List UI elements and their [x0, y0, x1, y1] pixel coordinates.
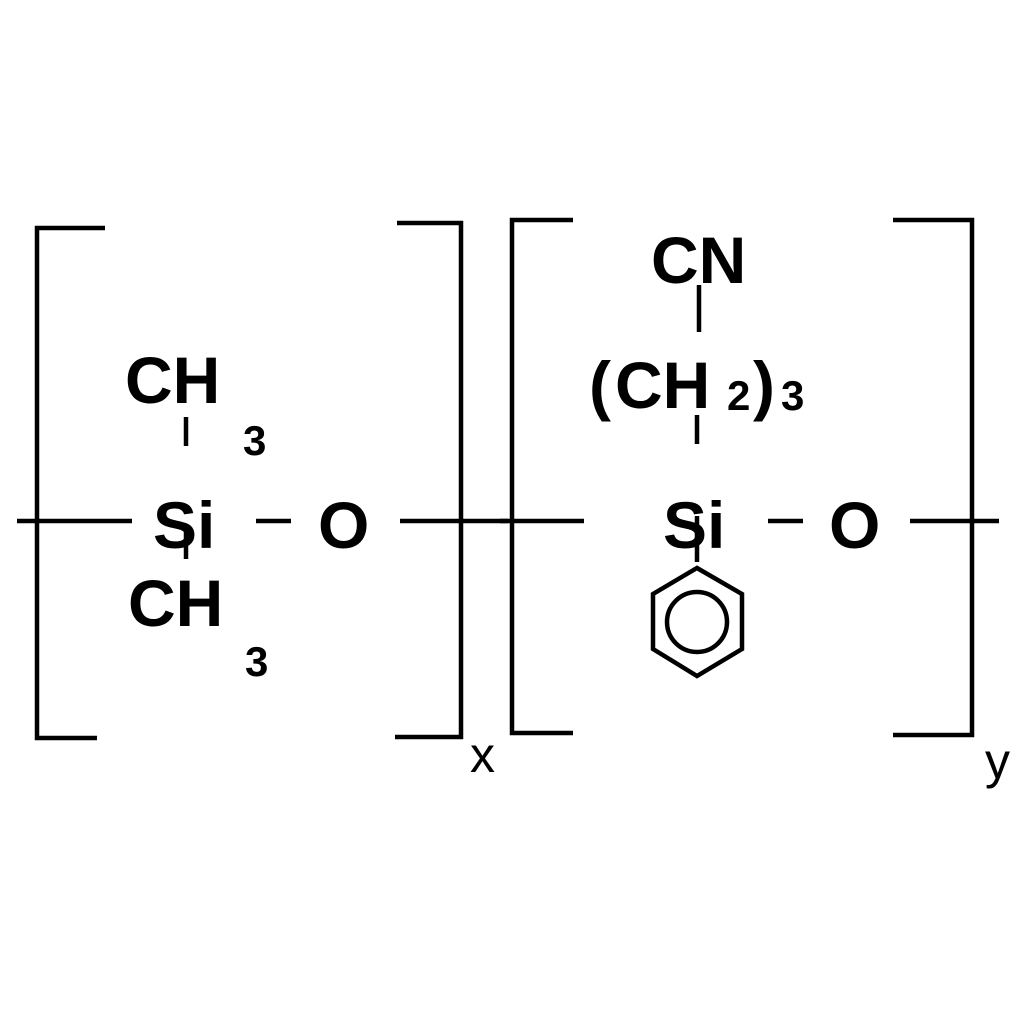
repeat-unit-x: Si O CH 3 CH 3 x — [17, 220, 508, 783]
silicon-atom-x: Si — [153, 488, 215, 562]
linker-repeat-subscript: 3 — [781, 372, 804, 419]
oxygen-atom-y: O — [829, 488, 880, 562]
nitrile-label: CN — [651, 223, 746, 297]
methyl-top-subscript: 3 — [243, 417, 266, 464]
methyl-bottom-label: CH — [128, 566, 223, 640]
silicon-atom-y: Si — [663, 488, 725, 562]
benzene-ring-icon — [650, 565, 745, 679]
linker-close-paren: ) — [753, 348, 775, 422]
repeat-unit-y: Si O CN ( CH 2 ) 3 y — [500, 217, 1010, 789]
linker-ch-label: CH — [615, 348, 710, 422]
repeat-label-x: x — [470, 727, 495, 783]
right-bracket-unit-y — [893, 217, 975, 738]
linker-ch2-subscript: 2 — [727, 372, 750, 419]
methyl-bottom-subscript: 3 — [245, 638, 268, 685]
left-bracket-unit-x — [34, 225, 105, 741]
methyl-top-label: CH — [125, 343, 220, 417]
right-bracket-unit-x — [395, 220, 464, 740]
oxygen-atom-x: O — [318, 488, 369, 562]
repeat-label-y: y — [985, 733, 1010, 789]
linker-open-paren: ( — [589, 348, 611, 422]
left-bracket-unit-y — [509, 217, 573, 736]
